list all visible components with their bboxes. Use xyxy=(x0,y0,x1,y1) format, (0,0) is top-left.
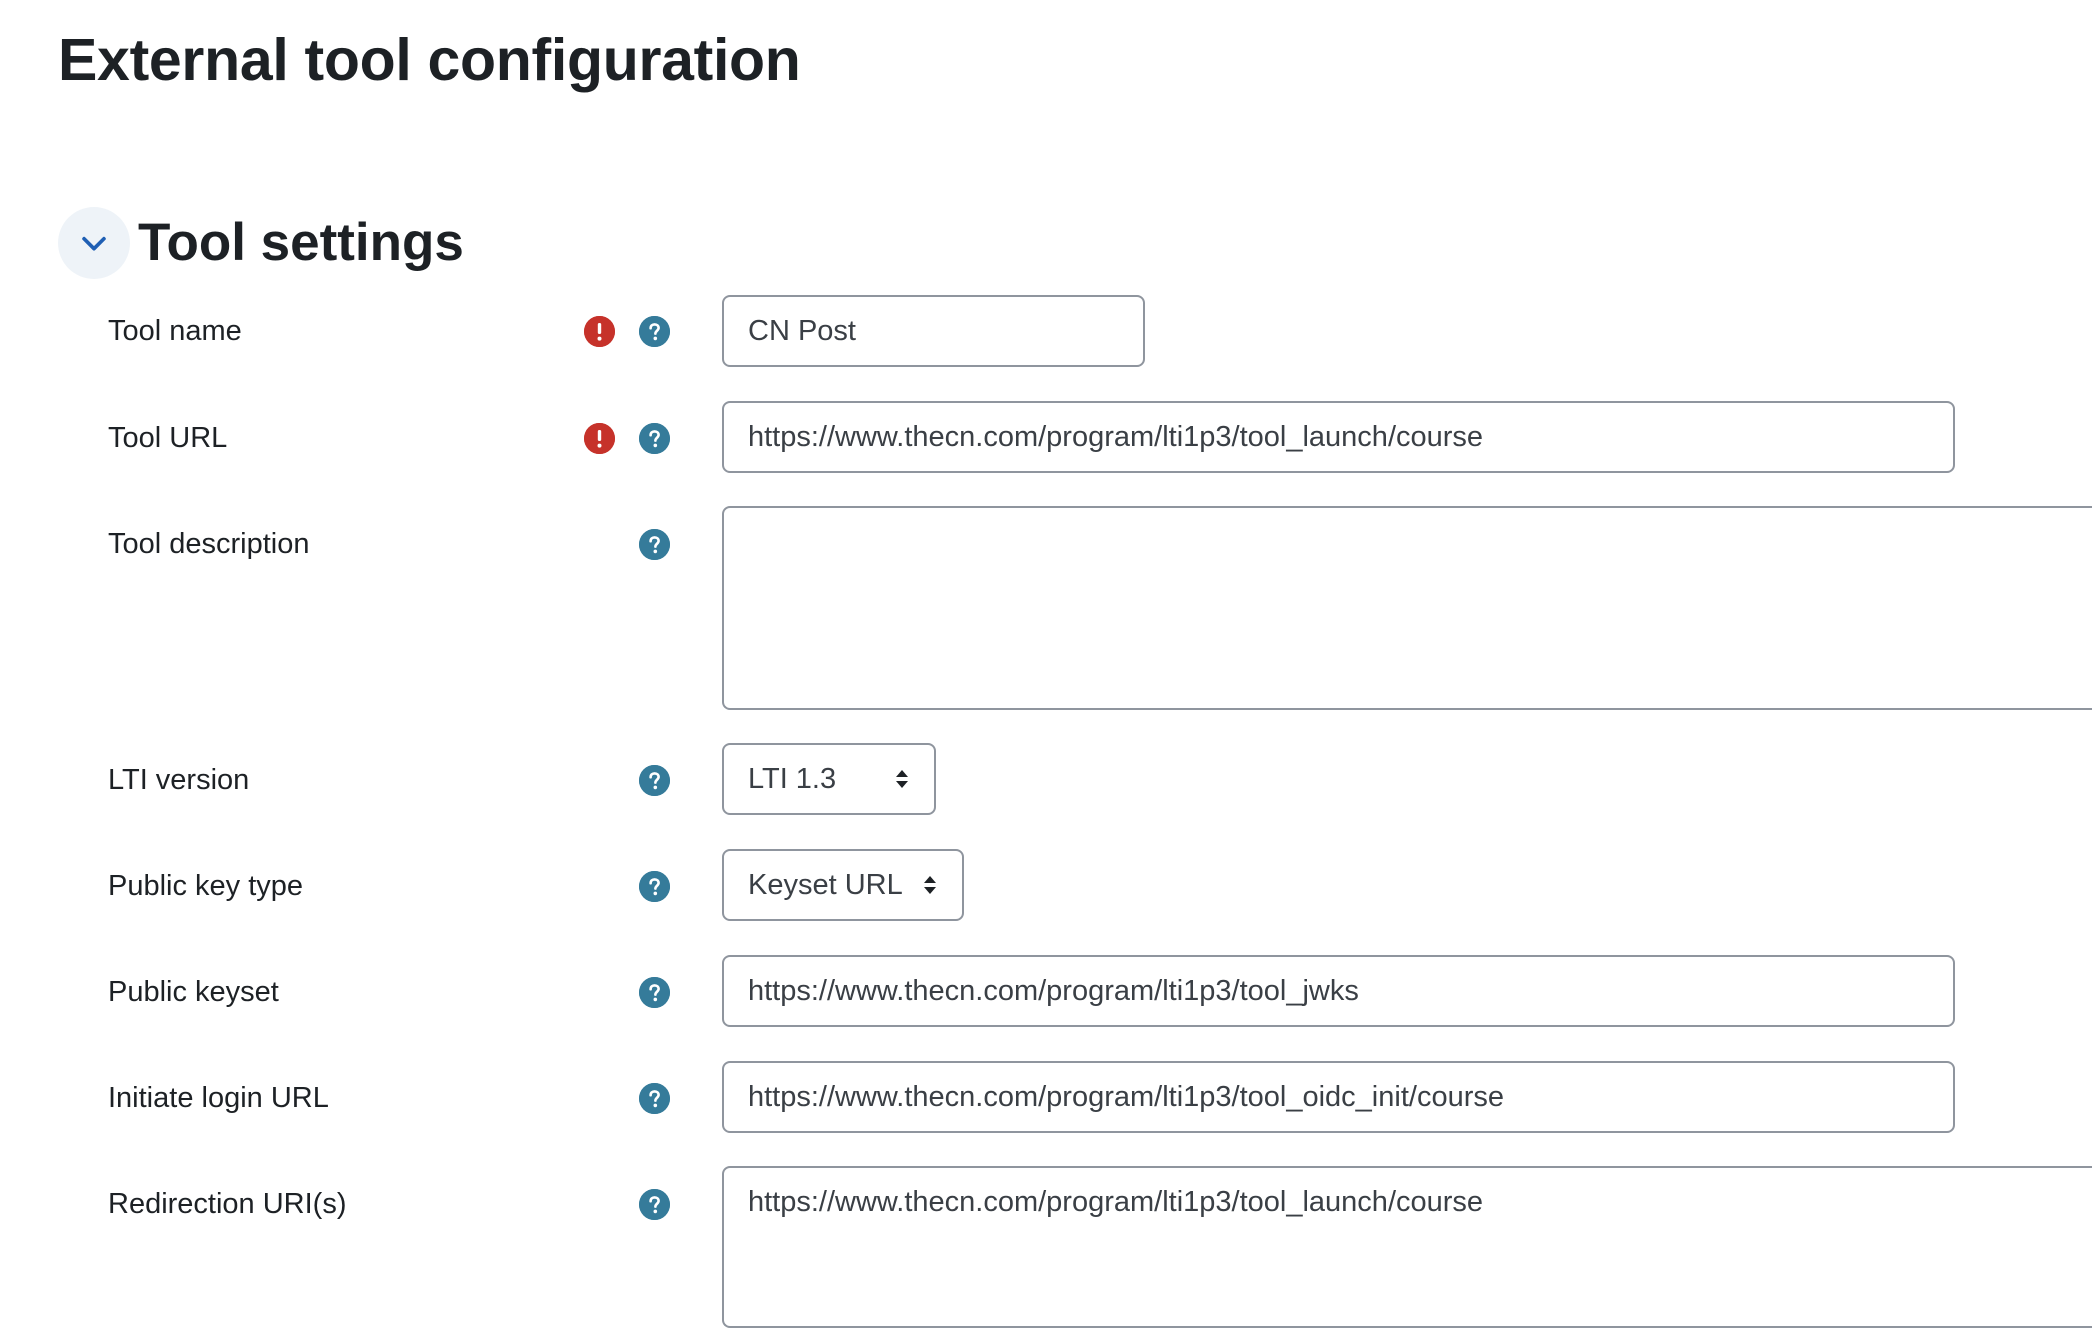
required-icon xyxy=(584,316,615,347)
page-title: External tool configuration xyxy=(58,27,801,93)
section-collapse-toggle[interactable] xyxy=(58,207,130,279)
redirection-uris-label: Redirection URI(s) xyxy=(108,1188,347,1220)
redirection-uris-textarea[interactable]: https://www.thecn.com/program/lti1p3/too… xyxy=(722,1166,2092,1328)
help-icon[interactable] xyxy=(639,1189,670,1220)
public-keyset-input[interactable]: https://www.thecn.com/program/lti1p3/too… xyxy=(722,955,1955,1027)
help-icon[interactable] xyxy=(639,765,670,796)
public-key-type-selected: Keyset URL xyxy=(748,868,903,901)
select-arrows-icon xyxy=(922,873,938,897)
public-keyset-label: Public keyset xyxy=(108,976,279,1008)
tool-url-label: Tool URL xyxy=(108,422,228,454)
help-icon[interactable] xyxy=(639,529,670,560)
initiate-login-url-label: Initiate login URL xyxy=(108,1082,329,1114)
tool-name-input[interactable]: CN Post xyxy=(722,295,1145,367)
lti-version-selected: LTI 1.3 xyxy=(748,762,837,795)
help-icon[interactable] xyxy=(639,316,670,347)
tool-name-label: Tool name xyxy=(108,315,242,347)
help-icon[interactable] xyxy=(639,423,670,454)
section-title: Tool settings xyxy=(138,213,464,272)
help-icon[interactable] xyxy=(639,871,670,902)
tool-description-label: Tool description xyxy=(108,528,310,560)
tool-description-textarea[interactable] xyxy=(722,506,2092,710)
chevron-down-icon xyxy=(82,236,106,251)
lti-version-select[interactable]: LTI 1.3 xyxy=(722,743,936,815)
initiate-login-url-input[interactable]: https://www.thecn.com/program/lti1p3/too… xyxy=(722,1061,1955,1133)
required-icon xyxy=(584,423,615,454)
help-icon[interactable] xyxy=(639,977,670,1008)
public-key-type-select[interactable]: Keyset URL xyxy=(722,849,964,921)
tool-url-input[interactable]: https://www.thecn.com/program/lti1p3/too… xyxy=(722,401,1955,473)
select-arrows-icon xyxy=(894,767,910,791)
public-key-type-label: Public key type xyxy=(108,870,304,902)
help-icon[interactable] xyxy=(639,1083,670,1114)
lti-version-label: LTI version xyxy=(108,764,250,796)
